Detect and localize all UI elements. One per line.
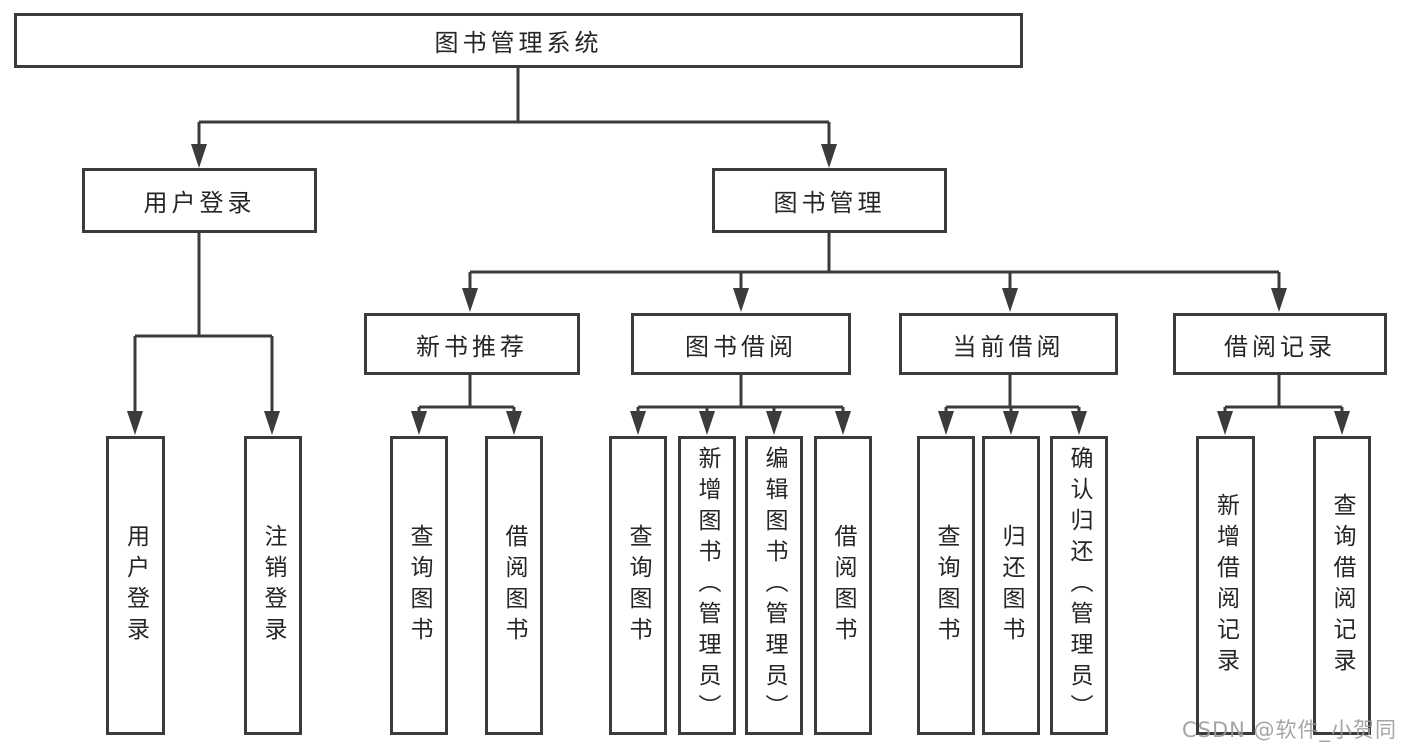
watermark: CSDN @软件_小贺同学 bbox=[1182, 718, 1398, 742]
leaf-borrow-book: 借阅图书 bbox=[814, 436, 872, 735]
node-book-borrow: 图书借阅 bbox=[631, 313, 851, 375]
node-borrow-records: 借阅记录 bbox=[1173, 313, 1387, 375]
leaf-query-book-borrow: 查询图书 bbox=[609, 436, 667, 735]
arrowheads bbox=[127, 144, 1350, 435]
node-book-management: 图书管理 bbox=[712, 168, 947, 233]
leaf-query-borrow-record: 查询借阅记录 bbox=[1313, 436, 1371, 735]
node-current-borrow: 当前借阅 bbox=[899, 313, 1118, 375]
leaf-query-book-current: 查询图书 bbox=[917, 436, 975, 735]
leaf-borrow-book-recommend: 借阅图书 bbox=[485, 436, 543, 735]
leaf-edit-book-admin: 编辑图书（管理员） bbox=[745, 436, 803, 735]
leaf-logout: 注销登录 bbox=[244, 436, 302, 735]
leaf-add-borrow-record: 新增借阅记录 bbox=[1196, 436, 1255, 735]
node-library-system: 图书管理系统 bbox=[14, 13, 1023, 68]
leaf-return-book: 归还图书 bbox=[982, 436, 1040, 735]
leaf-query-book-recommend: 查询图书 bbox=[390, 436, 448, 735]
leaf-add-book-admin: 新增图书（管理员） bbox=[678, 436, 736, 735]
node-new-book-recommend: 新书推荐 bbox=[364, 313, 580, 375]
leaf-user-login: 用户登录 bbox=[106, 436, 165, 735]
leaf-confirm-return-admin: 确认归还（管理员） bbox=[1050, 436, 1108, 735]
node-user-login: 用户登录 bbox=[82, 168, 317, 233]
